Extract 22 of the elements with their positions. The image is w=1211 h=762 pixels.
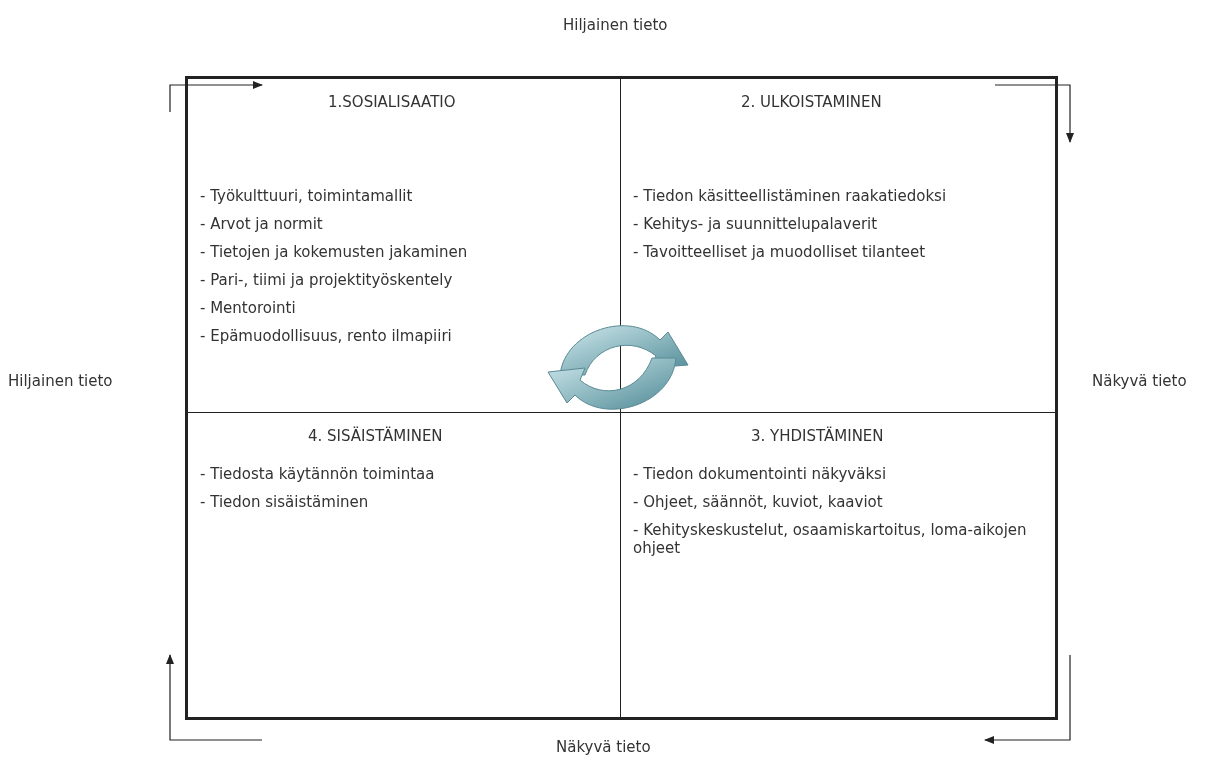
axis-label: Hiljainen tieto: [563, 16, 668, 34]
list-item: - Mentorointi: [200, 299, 297, 317]
list-item: - Työkulttuuri, toimintamallit: [200, 187, 414, 205]
list-item: - Tiedon sisäistäminen: [200, 493, 370, 511]
list-item: - Ohjeet, säännöt, kuviot, kaaviot: [633, 493, 884, 511]
axis-label: Näkyvä tieto: [556, 738, 651, 756]
quadrant-heading: 1.SOSIALISAATIO: [328, 93, 456, 111]
axis-label: Näkyvä tieto: [1092, 372, 1187, 390]
axis-label: Hiljainen tieto: [8, 372, 113, 390]
list-item: - Epämuodollisuus, rento ilmapiiri: [200, 327, 453, 345]
list-item: - Arvot ja normit: [200, 215, 324, 233]
quadrant-heading: 3. YHDISTÄMINEN: [751, 427, 884, 445]
list-item: - Tiedon käsitteellistäminen raakatiedoksi: [633, 187, 948, 205]
list-item: - Tiedosta käytännön toimintaa: [200, 465, 436, 483]
quadrant-heading: 4. SISÄISTÄMINEN: [308, 427, 443, 445]
list-item: - Tietojen ja kokemusten jakaminen: [200, 243, 469, 261]
list-item: - Pari-, tiimi ja projektityöskentely: [200, 271, 454, 289]
list-item: - Tavoitteelliset ja muodolliset tilanteet: [633, 243, 927, 261]
list-item: - Tiedon dokumentointi näkyväksi: [633, 465, 888, 483]
list-item: - Kehityskeskustelut, osaamiskartoitus, loma-aikojen ohjeet: [633, 521, 1028, 557]
list-item: - Kehitys- ja suunnittelupalaverit: [633, 215, 879, 233]
quadrant-heading: 2. ULKOISTAMINEN: [741, 93, 882, 111]
